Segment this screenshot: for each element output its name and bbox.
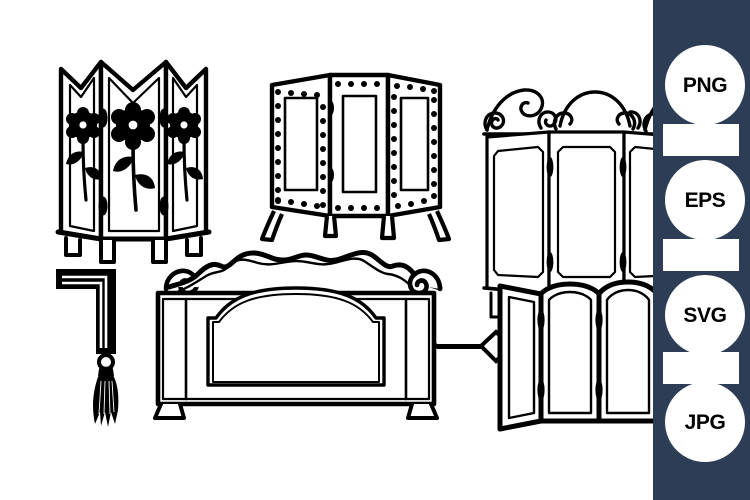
rivet-studs bbox=[275, 81, 437, 211]
format-badge-svg: SVG bbox=[665, 275, 745, 355]
format-badge-svg-label: SVG bbox=[683, 303, 727, 327]
format-badge-eps-label: EPS bbox=[684, 188, 726, 212]
badge-connector bbox=[663, 239, 739, 271]
format-badge-eps: EPS bbox=[665, 160, 745, 240]
flower-motif-left bbox=[66, 107, 100, 144]
badge-connector bbox=[663, 124, 739, 156]
format-badge-png: PNG bbox=[665, 45, 745, 125]
format-badge-jpg-label: JPG bbox=[684, 410, 726, 434]
file-format-sidebar: PNG EPS SVG JPG bbox=[653, 0, 750, 500]
studded-screen-illustration bbox=[259, 72, 452, 243]
headboard-bench-illustration bbox=[153, 250, 443, 420]
format-badge-png-label: PNG bbox=[682, 73, 728, 97]
corner-tassel-illustration bbox=[56, 269, 119, 427]
badge-connector bbox=[663, 352, 739, 384]
flower-screen-illustration bbox=[55, 59, 212, 264]
format-badge-jpg: JPG bbox=[665, 382, 745, 462]
